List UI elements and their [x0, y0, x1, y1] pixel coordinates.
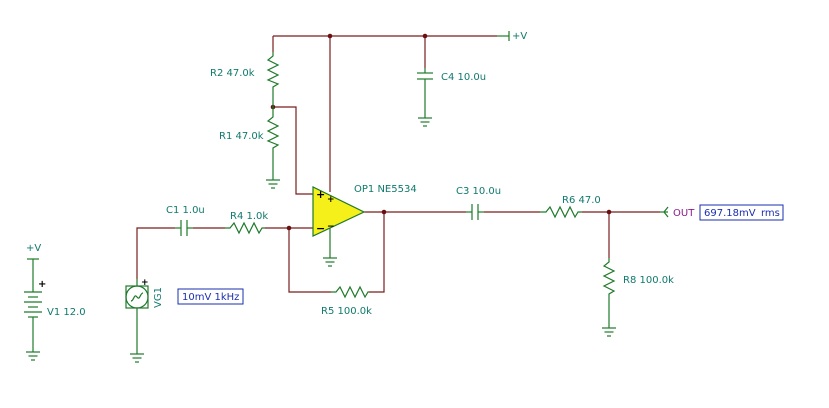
- junction-dot: [606, 209, 612, 215]
- battery-plus-sign: +: [38, 279, 46, 290]
- resistor-r4[interactable]: [225, 221, 265, 235]
- ground-r8: [602, 327, 616, 337]
- label-supply-left: +V: [26, 243, 41, 254]
- label-r4: R4 1.0k: [230, 211, 268, 222]
- generator-plus-sign: +: [141, 278, 149, 288]
- wire-feedback-right: [369, 212, 385, 293]
- resistor-r5[interactable]: [331, 285, 369, 299]
- capacitor-c3[interactable]: [466, 204, 484, 220]
- capacitor-c1[interactable]: [175, 220, 193, 236]
- ground-r1: [266, 179, 280, 189]
- label-r6: R6 47.0: [562, 195, 601, 206]
- junction-dot: [286, 225, 292, 231]
- label-c1: C1 1.0u: [166, 205, 205, 216]
- label-r8: R8 100.0k: [623, 275, 674, 286]
- junction-dot: [327, 33, 333, 39]
- opamp-supply-minus-sign: −: [327, 222, 335, 232]
- label-supply-top: +V: [512, 31, 527, 42]
- ground-vg1: [130, 353, 144, 363]
- wire-generator-to-c1: [136, 227, 175, 279]
- generator-settings-box[interactable]: 10mV 1kHz: [177, 288, 244, 305]
- label-c3: C3 10.0u: [456, 186, 501, 197]
- sine-icon: [130, 292, 144, 302]
- resistor-r8[interactable]: [602, 258, 616, 328]
- opamp-plus-sign: +: [316, 188, 325, 201]
- ground-opamp: [323, 257, 337, 267]
- wire-feedback-left: [288, 228, 331, 293]
- supply-terminal-top[interactable]: [497, 31, 510, 41]
- generator-vg1[interactable]: +: [125, 278, 149, 354]
- opamp-op1[interactable]: + − + −: [312, 186, 366, 258]
- resistor-r2[interactable]: [266, 52, 280, 107]
- label-c4: C4 10.0u: [441, 72, 486, 83]
- battery-v1[interactable]: +: [24, 258, 46, 352]
- resistor-r1[interactable]: [266, 107, 280, 180]
- wires: [136, 35, 660, 293]
- capacitor-c4[interactable]: [417, 68, 433, 118]
- label-op1: OP1 NE5534: [354, 184, 417, 195]
- opamp-minus-sign: −: [316, 222, 325, 235]
- ground-v1: [26, 351, 40, 361]
- label-r2: R2 47.0k: [210, 68, 255, 79]
- generator-settings: 10mV 1kHz: [182, 292, 239, 303]
- label-vg1: VG1: [153, 287, 164, 308]
- meter-value: 697.18mV: [704, 208, 756, 219]
- junction-dot: [422, 33, 428, 39]
- label-out: OUT: [673, 208, 695, 219]
- meter-unit: rms: [761, 208, 780, 219]
- resistor-r6[interactable]: [540, 205, 582, 219]
- label-r1: R1 47.0k: [219, 131, 264, 142]
- ground-c4: [418, 117, 432, 127]
- label-v1: V1 12.0: [47, 307, 86, 318]
- label-r5: R5 100.0k: [321, 306, 372, 317]
- output-terminal[interactable]: [660, 206, 669, 218]
- voltmeter-readout[interactable]: 697.18mV rms: [699, 204, 784, 221]
- junction-dot: [381, 209, 387, 215]
- wire-divider-to-plus: [273, 106, 313, 195]
- opamp-supply-plus-sign: +: [327, 195, 335, 205]
